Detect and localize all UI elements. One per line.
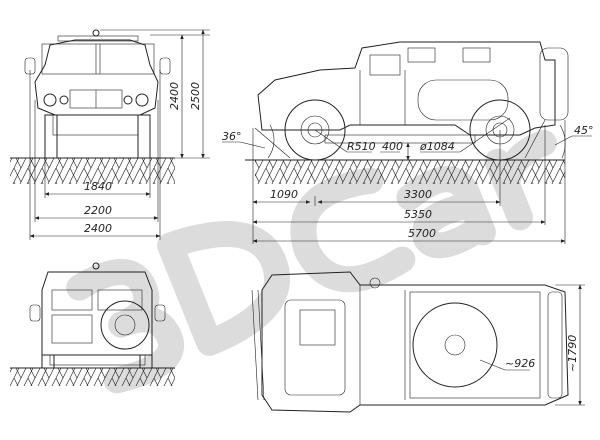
dim-wheelbase: 3300: [404, 188, 432, 201]
dim-front-overhang: 1090: [270, 188, 298, 201]
dim-length-body: 5350: [404, 208, 432, 221]
dim-width-body: 2200: [84, 204, 112, 217]
dim-wheel-radius: R510: [347, 140, 376, 153]
dim-roof-width: ~1790: [566, 335, 579, 372]
top-view: ~926 ~1790: [251, 271, 585, 413]
dim-width-overall: 2400: [84, 222, 112, 235]
side-view: 36° 45° R510 400 ø1084 1090 3300 5350 57…: [222, 41, 594, 244]
front-view: 1840 2200 2400 2400 2500: [10, 29, 210, 240]
dim-ground-clearance: 400: [382, 140, 403, 153]
dim-length-overall: 5700: [408, 227, 436, 240]
ground-hatch: [10, 158, 175, 184]
ground-hatch: [255, 160, 565, 184]
dim-wheel-diameter: ø1084: [419, 140, 455, 153]
watermark: [66, 130, 557, 394]
dim-spare-wheel: ~926: [505, 357, 535, 370]
rear-view: [10, 262, 175, 386]
dim-departure-angle: 45°: [574, 124, 594, 137]
dim-height-body: 2400: [168, 82, 181, 110]
ground-hatch: [10, 368, 175, 386]
dim-approach-angle: 36°: [222, 130, 242, 143]
dim-track: 1840: [84, 180, 112, 193]
dim-height-overall: 2500: [189, 82, 202, 110]
